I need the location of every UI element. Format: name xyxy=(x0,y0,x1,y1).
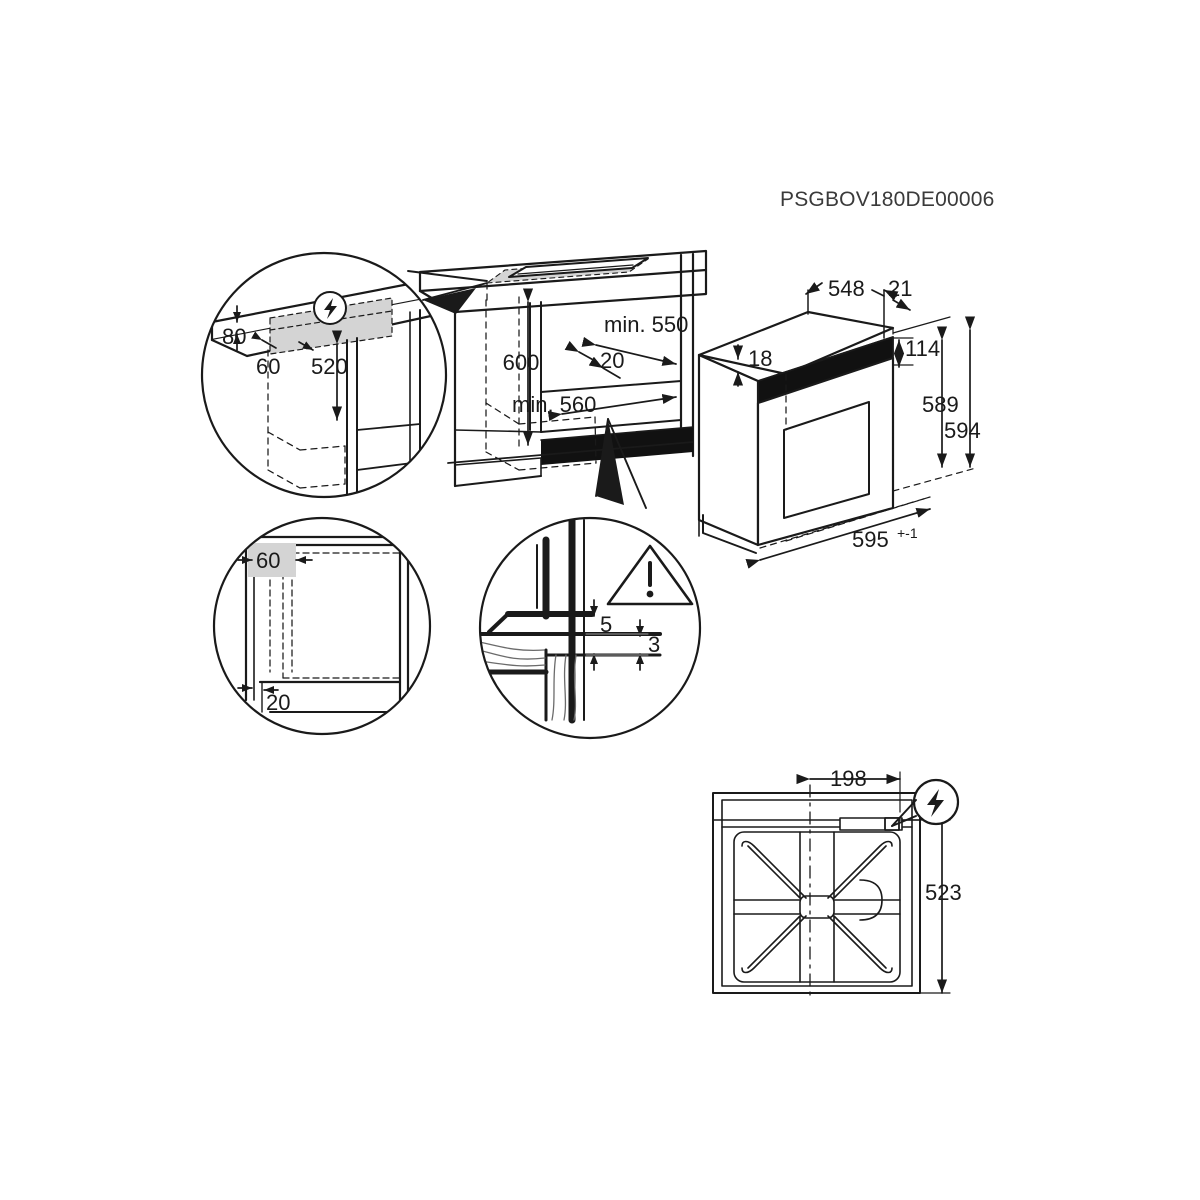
label-min-560: min. 560 xyxy=(512,392,596,417)
label-600: 600 xyxy=(503,350,540,375)
label-589: 589 xyxy=(922,392,959,417)
detail-circle-edge-clearance xyxy=(478,516,702,740)
dim-min-560 xyxy=(547,393,677,422)
dim-594 xyxy=(892,316,977,492)
label-20-rear: 20 xyxy=(600,348,624,373)
detail-circle-cabinet-plan xyxy=(212,516,432,736)
oven-body xyxy=(697,310,931,554)
label-min-550: min. 550 xyxy=(604,312,688,337)
dim-548 xyxy=(805,282,823,315)
callout-leader-edge xyxy=(595,418,647,509)
detail-circle-worktop-electrical xyxy=(200,251,448,499)
dim-21 xyxy=(871,289,911,339)
label-18: 18 xyxy=(748,346,772,371)
dim-20-rear xyxy=(564,340,621,379)
label-595-tolerance: +-1 xyxy=(897,525,918,541)
label-594: 594 xyxy=(944,418,981,443)
label-21: 21 xyxy=(888,276,912,301)
drawing-number: PSGBOV180DE00006 xyxy=(780,188,995,211)
label-20-plan: 20 xyxy=(266,690,290,715)
label-114: 114 xyxy=(905,336,940,361)
label-548: 548 xyxy=(828,276,865,301)
label-60-plan: 60 xyxy=(256,548,280,573)
worktop-and-cabinet xyxy=(418,249,708,488)
label-80: 80 xyxy=(222,324,246,349)
label-60-top: 60 xyxy=(256,354,280,379)
dim-589 xyxy=(892,316,951,468)
label-5: 5 xyxy=(600,612,612,637)
label-3: 3 xyxy=(648,632,660,657)
dim-min-550 xyxy=(581,336,677,366)
oven-rear-view-drawing xyxy=(712,771,960,1001)
callout-leader-worktop xyxy=(407,270,488,314)
label-595: 595 xyxy=(852,527,889,552)
label-198: 198 xyxy=(830,766,867,791)
dim-595 xyxy=(745,508,931,569)
label-520: 520 xyxy=(311,354,348,379)
label-523: 523 xyxy=(925,880,962,905)
dim-114 xyxy=(892,337,914,368)
